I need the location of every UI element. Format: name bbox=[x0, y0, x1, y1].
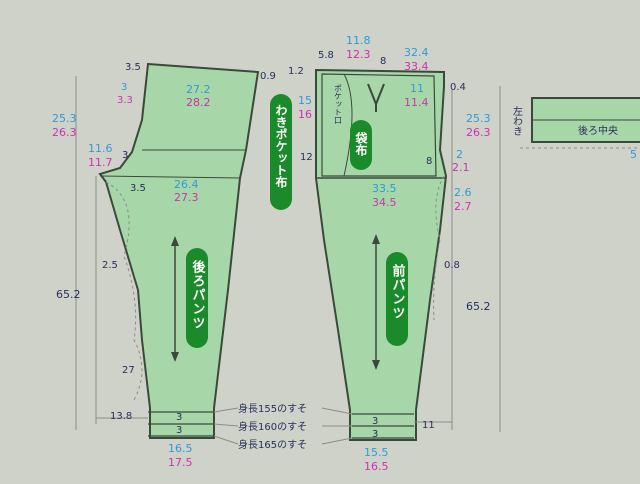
front-crotch-depth-blue: 25.3 bbox=[466, 112, 491, 125]
front-hip-mag: 34.5 bbox=[372, 196, 397, 209]
grainline-arrow-icon bbox=[372, 234, 380, 370]
front-crotch-depth-mag: 26.3 bbox=[466, 126, 491, 139]
back-hip-left-small-mag: 3.3 bbox=[117, 95, 133, 106]
hem-connector-2 bbox=[213, 423, 239, 427]
front-thigh-ext-blue: 2.6 bbox=[454, 186, 472, 199]
back-hem-fold1: 3 bbox=[176, 412, 182, 423]
side-pocket-cloth-pill bbox=[270, 94, 292, 210]
front-top-left-rise: 1.2 bbox=[288, 66, 304, 77]
hem-connector-1b bbox=[321, 407, 353, 415]
front-fly-depth: 12 bbox=[300, 152, 313, 163]
front-hip-blue: 33.5 bbox=[372, 182, 397, 195]
back-hip-left-small: 3 bbox=[121, 82, 127, 93]
front-side-curve: 8 bbox=[426, 156, 432, 167]
waistband-center-label: 後ろ中央 bbox=[578, 124, 618, 137]
back-crotch-depth-mag: 26.3 bbox=[52, 126, 77, 139]
back-inseam-curve: 2.5 bbox=[102, 260, 118, 271]
front-pants-pill bbox=[386, 252, 408, 346]
front-hem-fold2: 3 bbox=[372, 429, 378, 440]
front-length: 65.2 bbox=[466, 300, 491, 313]
back-crotch-ext-mag: 11.7 bbox=[88, 156, 113, 169]
waistband-left-label: 左わき bbox=[511, 105, 523, 136]
back-hem-fold2: 3 bbox=[176, 425, 182, 436]
grainline-arrow-icon bbox=[171, 236, 179, 362]
back-waist-blue: 27.2 bbox=[186, 83, 211, 96]
front-waist-blue: 32.4 bbox=[404, 46, 429, 59]
front-pants-title: 前パンツ bbox=[390, 263, 406, 320]
back-crotch-line bbox=[99, 175, 241, 179]
front-hem-ext: 11 bbox=[422, 420, 435, 431]
front-curve-guide bbox=[433, 175, 445, 321]
front-hem-fold1: 3 bbox=[372, 416, 378, 427]
front-thigh-ext-mag: 2.7 bbox=[454, 200, 472, 213]
hem-label-160: 身長160のすそ bbox=[238, 420, 307, 433]
hem-connector-3b bbox=[321, 437, 353, 445]
back-hem-blue: 16.5 bbox=[168, 442, 193, 455]
hem-label-165: 身長165のすそ bbox=[238, 438, 307, 451]
front-waist-side-blue: 11 bbox=[410, 82, 424, 95]
front-waist-mag: 33.4 bbox=[404, 60, 429, 73]
front-pocket-mouth-curve bbox=[343, 73, 353, 177]
front-dart: 8 bbox=[380, 56, 386, 67]
front-pocket-top-mag: 12.3 bbox=[346, 48, 371, 61]
back-thigh-mag: 27.3 bbox=[174, 191, 199, 204]
hem-connector-3 bbox=[213, 435, 239, 445]
back-hem-ext: 13.8 bbox=[110, 411, 132, 422]
front-hip-ext-mag: 2.1 bbox=[452, 161, 470, 174]
back-pants-piece bbox=[98, 62, 260, 439]
front-hem-mag: 16.5 bbox=[364, 460, 389, 473]
back-thigh-blue: 26.4 bbox=[174, 178, 199, 191]
back-pants-pill bbox=[186, 248, 208, 348]
front-pocket-top-blue: 11.8 bbox=[346, 34, 371, 47]
back-top-left: 3.5 bbox=[125, 62, 141, 73]
front-pocket-depth-mag: 16 bbox=[298, 108, 312, 121]
pocket-cloth-title: 袋布 bbox=[354, 131, 368, 157]
back-length: 65.2 bbox=[56, 288, 81, 301]
back-hem-mag: 17.5 bbox=[168, 456, 193, 469]
waistband-dim-blue: 5 bbox=[630, 148, 637, 161]
back-crotch-curve: 3 bbox=[122, 150, 128, 161]
front-knee-curve: 0.8 bbox=[444, 260, 460, 271]
front-hem-blue: 15.5 bbox=[364, 446, 389, 459]
front-pocket-mouth-label: ポケット口 bbox=[334, 84, 343, 124]
back-waist-right: 0.9 bbox=[260, 71, 276, 82]
back-crotch-ext-blue: 11.6 bbox=[88, 142, 113, 155]
side-pocket-cloth-title: わきポケット布 bbox=[274, 104, 288, 189]
hem-connector-1 bbox=[213, 407, 239, 413]
back-pants-title: 後ろパンツ bbox=[190, 259, 206, 330]
pocket-cloth-pill bbox=[350, 120, 372, 170]
back-knee-curve: 27 bbox=[122, 365, 135, 376]
front-dart bbox=[367, 83, 385, 112]
front-right-top: 0.4 bbox=[450, 82, 466, 93]
front-waist-side-mag: 11.4 bbox=[404, 96, 429, 109]
back-hip-offset: 3.5 bbox=[130, 183, 146, 194]
front-pocket-depth-blue: 15 bbox=[298, 94, 312, 107]
back-waist-mag: 28.2 bbox=[186, 96, 211, 109]
back-crotch-depth-blue: 25.3 bbox=[52, 112, 77, 125]
hem-label-155: 身長155のすそ bbox=[238, 402, 307, 415]
front-top-left-offset: 5.8 bbox=[318, 50, 334, 61]
front-hip-ext-blue: 2 bbox=[456, 148, 463, 161]
